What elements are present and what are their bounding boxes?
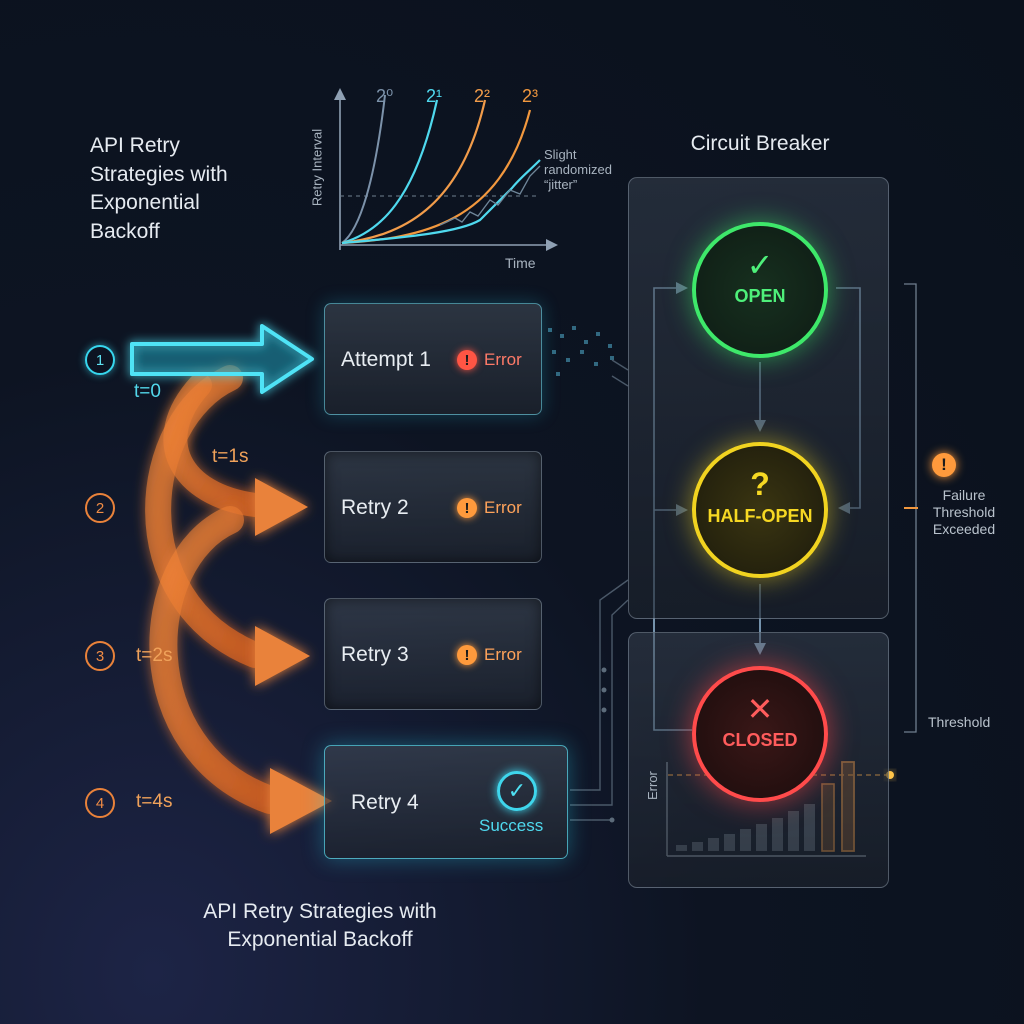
time-label-4: t=4s [136,791,173,812]
curve-label-2^3: 2³ [522,86,539,106]
backoff-y-label: Retry Interval [309,128,325,207]
attempt-card-3-status: ! Error [457,645,522,665]
backoff-curve-2^3 [341,109,532,245]
arrow-to-attempt-1 [130,324,314,394]
arrow-head-retry-4 [270,768,332,834]
step-number-3: 3 [85,641,115,671]
attempt-card-2-label: Retry 2 [341,496,409,519]
curve-label-2^2: 2² [474,86,491,106]
attempt-card-1-label: Attempt 1 [341,348,431,371]
warning-icon: ! [932,453,956,477]
attempt-data-trail [548,326,614,376]
curve-label-2^1: 2¹ [426,86,443,106]
attempt-card-4[interactable]: Retry 4 ✓ Success [324,745,568,859]
circuit-nodes [601,667,615,823]
arrow-head-retry-2 [255,478,308,536]
status-text: Error [484,645,522,664]
half-open-question-icon: ? [750,466,770,502]
threshold-label: Threshold [928,714,991,730]
state-open[interactable]: ✓ OPEN [692,222,828,358]
jitter-note: Slight randomized “jitter” [544,147,612,192]
curve-label-2^0: 2⁰ [376,86,394,106]
closed-x-icon: ✕ [746,691,774,727]
state-closed[interactable]: ✕ CLOSED [692,666,828,802]
open-check-icon: ✓ [746,247,774,283]
state-closed-label: CLOSED [722,730,798,750]
success-check-icon: ✓ [497,771,537,811]
status-text: Error [484,350,522,369]
step-number-4: 4 [85,788,115,818]
failure-threshold-note: Failure Threshold Exceeded [932,487,996,537]
error-axis-label: Error [645,771,660,800]
attempt-card-3-label: Retry 3 [341,643,409,666]
backoff-chart [334,88,558,251]
status-text: Success [479,816,544,835]
circuit-traces [570,359,629,821]
attempt-card-2[interactable]: Retry 2 ! Error [324,451,542,563]
step-number-2: 2 [85,493,115,523]
error-icon: ! [457,498,477,518]
retry-arrows [130,324,332,834]
backoff-jitter-band [439,165,541,226]
attempt-card-1[interactable]: Attempt 1 ! Error [324,303,542,415]
arrow-to-retry-4 [149,506,284,814]
attempt-card-1-status: ! Error [457,350,522,370]
page-caption: API Retry Strategies with Exponential Ba… [203,900,437,951]
arrow-head-retry-3 [255,626,310,686]
step-number-1: 1 [85,345,115,375]
backoff-x-label: Time [505,255,536,271]
circuit-breaker-title: Circuit Breaker [690,132,830,155]
status-text: Error [484,498,522,517]
backoff-y-axis-arrow [334,88,346,100]
backoff-x-axis-arrow [546,239,558,251]
backoff-curve-2^2 [341,99,487,245]
attempt-card-3[interactable]: Retry 3 ! Error [324,598,542,710]
error-icon: ! [457,645,477,665]
backoff-curve-2^1 [341,99,439,245]
backoff-jitter-curve [341,159,541,245]
backoff-curve-2^0 [341,94,386,244]
state-open-label: OPEN [734,286,786,306]
time-label-2: t=1s [212,446,249,467]
attempt-card-2-status: ! Error [457,498,522,518]
state-half-open[interactable]: ? HALF-OPEN [692,442,828,578]
page-title: API Retry Strategies with Exponential Ba… [90,134,228,243]
time-label-3: t=2s [136,645,173,666]
error-icon: ! [457,350,477,370]
time-label-1: t=0 [134,381,161,402]
state-half-open-label: HALF-OPEN [707,506,813,526]
attempt-card-4-label: Retry 4 [351,791,419,814]
arrow-to-retry-3 [145,365,268,668]
